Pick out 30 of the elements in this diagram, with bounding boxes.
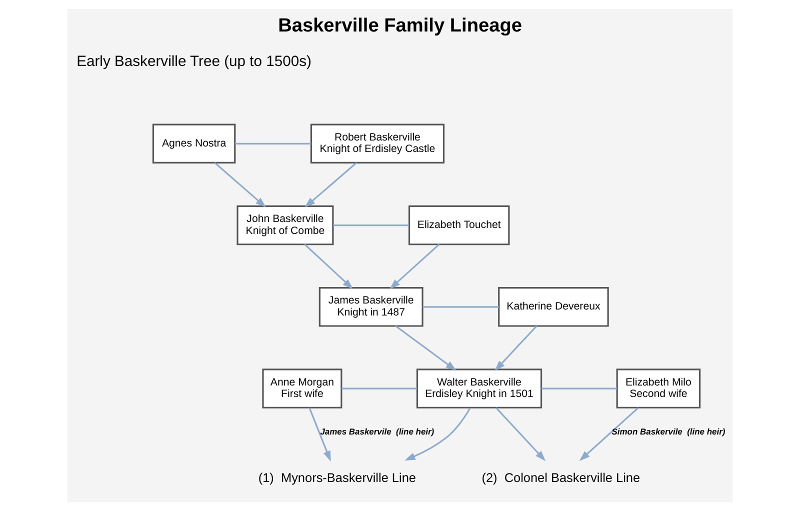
arrow xyxy=(214,162,266,208)
arrow xyxy=(395,324,456,370)
node-box: Elizabeth Milo Second wife xyxy=(616,368,701,408)
arrow xyxy=(390,243,440,289)
arrow xyxy=(304,162,358,208)
node-box: Anne Morgan First wife xyxy=(262,368,342,408)
arrow xyxy=(308,407,331,462)
connector xyxy=(422,306,499,308)
connector xyxy=(333,224,409,226)
connector xyxy=(542,387,617,389)
node-box: Walter Baskerville Erdisley Knight in 1501 xyxy=(416,368,542,408)
node-box: James Baskerville Knight in 1487 xyxy=(318,286,424,326)
connector xyxy=(342,387,418,389)
node-box: Robert Baskerville Knight of Erdisley Castle xyxy=(310,123,445,164)
arrow xyxy=(304,243,354,289)
diagram-title: Baskerville Family Lineage xyxy=(278,15,522,36)
arrow xyxy=(496,406,546,461)
arrow xyxy=(494,324,538,371)
node-box: Katherine Devereux xyxy=(498,286,609,326)
edge-label: James Baskervile (line heir) xyxy=(320,426,434,436)
node-box: Agnes Nostra xyxy=(152,123,236,164)
node-text: (2) Colonel Baskerville Line xyxy=(482,469,640,484)
connector xyxy=(234,142,312,144)
arrow xyxy=(404,407,471,460)
node-box: Elizabeth Touchet xyxy=(408,204,510,245)
label: Early Baskerville Tree (up to 1500s) xyxy=(76,53,312,70)
arrow xyxy=(579,406,639,461)
node-box: John Baskerville Knight of Combe xyxy=(236,204,334,245)
node-text: (1) Mynors-Baskerville Line xyxy=(258,469,416,484)
edge-label: Simon Baskervile (line heir) xyxy=(612,426,726,436)
